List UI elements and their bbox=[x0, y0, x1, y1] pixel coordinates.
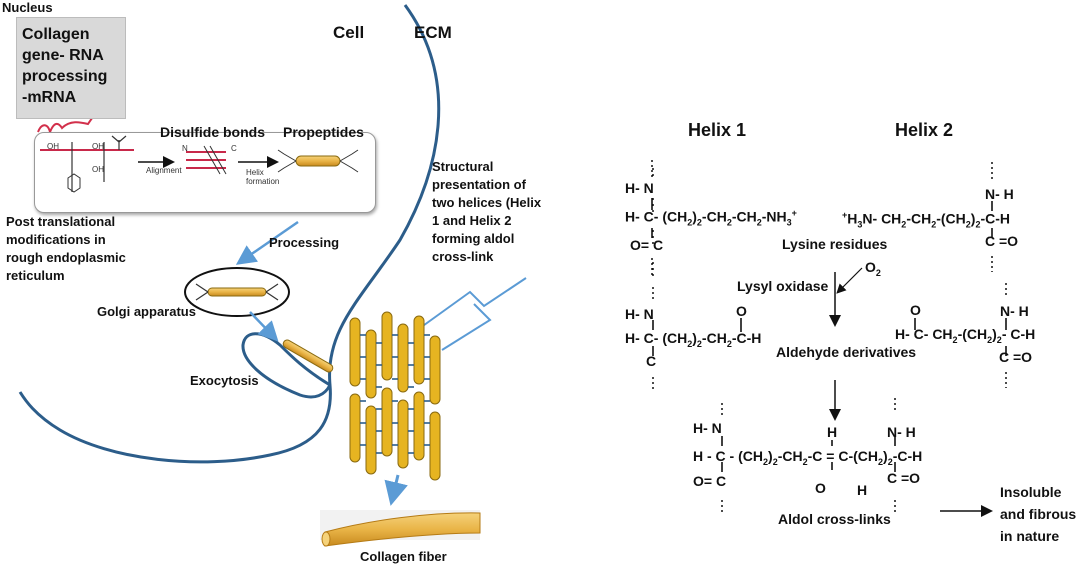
nucleus-box-line-2: gene- RNA bbox=[22, 47, 104, 64]
h1-aldehyde-chain: H- C- (CH2)2-CH2-C-H bbox=[625, 330, 762, 349]
c-terminus-label: C bbox=[231, 144, 237, 153]
h2-nh: N- H bbox=[985, 186, 1014, 202]
h1-nh: H- N bbox=[625, 180, 654, 196]
alignment-label: Alignment bbox=[146, 166, 182, 175]
collagen-fibril bbox=[349, 317, 361, 387]
aldol-cho: O bbox=[815, 480, 826, 496]
collagen-fibril bbox=[349, 393, 361, 463]
lysine-residues-label: Lysine residues bbox=[782, 236, 888, 252]
h2-aldehyde-o: O bbox=[910, 302, 921, 318]
ptm-label-3: rough endoplasmic bbox=[6, 250, 126, 265]
helix-formation-label-2: formation bbox=[246, 177, 280, 186]
collagen-fibril bbox=[381, 311, 393, 381]
nucleus-label: Nucleus bbox=[2, 0, 53, 15]
h1-aldehyde-o: O bbox=[736, 303, 747, 319]
ptm-inset-box bbox=[34, 132, 376, 213]
structural-label-3: two helices (Helix bbox=[432, 195, 542, 210]
structural-label-6: cross-link bbox=[432, 249, 494, 264]
aldol-left-nh: H- N bbox=[693, 420, 722, 436]
mrna-strand bbox=[37, 112, 98, 136]
collagen-fibril bbox=[429, 411, 441, 481]
h1-aldehyde-c: C bbox=[646, 353, 657, 369]
nucleus-box-line-4: -mRNA bbox=[22, 89, 77, 106]
nucleus-box bbox=[16, 17, 126, 119]
golgi-label: Golgi apparatus bbox=[97, 304, 196, 319]
collagen-fibril bbox=[365, 405, 377, 475]
collagen-fibril bbox=[429, 335, 441, 405]
insoluble-label-2: and fibrous bbox=[1000, 506, 1077, 522]
ecm-label: ECM bbox=[414, 23, 452, 42]
helix2-label: Helix 2 bbox=[895, 120, 954, 140]
vesicle-fibril bbox=[282, 339, 334, 373]
h1-aldehyde-nh: H- N bbox=[625, 306, 654, 322]
structural-label-5: forming aldol bbox=[432, 231, 515, 246]
cell-label: Cell bbox=[333, 23, 365, 42]
lysyl-oxidase-label: Lysyl oxidase bbox=[737, 278, 829, 294]
ptm-inset-drawing bbox=[40, 135, 359, 193]
oh-label-3: OH bbox=[92, 165, 104, 174]
aldol-left-co: O= C bbox=[693, 473, 727, 489]
h2-lysine-chain: +H3N- CH2-CH2-(CH2)2-C-H bbox=[842, 210, 1011, 230]
h2-aldehyde-chain: H- C- CH2-(CH2)2- C-H bbox=[895, 326, 1036, 345]
aldehyde-derivatives-label: Aldehyde derivatives bbox=[776, 344, 917, 360]
processing-label: Processing bbox=[269, 235, 340, 250]
propeptides-label: Propeptides bbox=[283, 124, 364, 140]
callout-lines bbox=[419, 277, 527, 351]
collagen-fibril bbox=[413, 391, 425, 461]
structural-label-1: Structural bbox=[432, 159, 494, 174]
processing-arrow bbox=[235, 220, 299, 265]
ptm-label-4: reticulum bbox=[6, 268, 65, 283]
h2-co: C =O bbox=[985, 233, 1019, 249]
n-terminus-label: N bbox=[182, 144, 188, 153]
collagen-fibril bbox=[413, 315, 425, 385]
insoluble-label-3: in nature bbox=[1000, 528, 1060, 544]
collagen-fiber-label: Collagen fiber bbox=[360, 549, 447, 564]
aldol-cho-h: H bbox=[857, 482, 868, 498]
aldol-chain: H - C - (CH2)2-CH2-C = C-(CH2)2-C-H bbox=[693, 448, 923, 467]
oh-label-2: OH bbox=[92, 142, 104, 151]
aldol-h: H bbox=[827, 424, 838, 440]
collagen-fibril bbox=[397, 323, 409, 393]
oh-label-1: OH bbox=[47, 142, 59, 151]
collagen-fibril bbox=[381, 387, 393, 457]
o2-label: O2 bbox=[865, 259, 881, 278]
collagen-fibril bbox=[397, 399, 409, 469]
insoluble-label-1: Insoluble bbox=[1000, 484, 1062, 500]
exocytosis-vesicle bbox=[241, 332, 332, 399]
aldol-cross-links-label: Aldol cross-links bbox=[778, 511, 891, 527]
fibril-bundle bbox=[349, 311, 441, 481]
collagen-fiber-shape bbox=[320, 510, 481, 547]
disulfide-label: Disulfide bonds bbox=[160, 124, 265, 140]
nucleus-box-line-3: processing bbox=[22, 68, 108, 85]
ptm-label-2: modifications in bbox=[6, 232, 106, 247]
h2-aldehyde-co: C =O bbox=[999, 349, 1033, 365]
h1-lysine-chain: H- C- (CH2)2-CH2-CH2-NH3+ bbox=[625, 208, 797, 228]
aldol-right-nh: N- H bbox=[887, 424, 916, 440]
h1-co: O= C bbox=[630, 237, 664, 253]
structural-label-4: 1 and Helix 2 bbox=[432, 213, 512, 228]
h2-aldehyde-nh: N- H bbox=[1000, 303, 1029, 319]
helix-formation-label-1: Helix bbox=[246, 168, 264, 177]
nucleus-box-line-1: Collagen bbox=[22, 26, 90, 43]
helix1-label: Helix 1 bbox=[688, 120, 747, 140]
collagen-fibril bbox=[365, 329, 377, 399]
cell-membrane bbox=[18, 4, 441, 464]
ptm-label-1: Post translational bbox=[6, 214, 116, 229]
structural-label-2: presentation of bbox=[432, 177, 526, 192]
aldol-right-co: C =O bbox=[887, 470, 921, 486]
exocytosis-label: Exocytosis bbox=[190, 373, 259, 388]
